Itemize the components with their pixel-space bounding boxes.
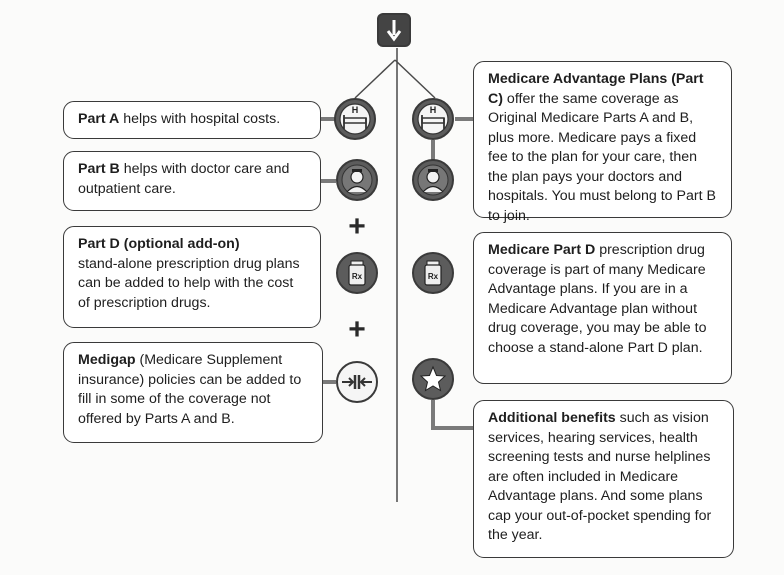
medigap-title: Medigap xyxy=(78,352,136,368)
hospital-bed-icon: H xyxy=(412,98,454,140)
part-b-card: Part B helps with doctor care and outpat… xyxy=(63,151,321,211)
part-d-card: Part D (optional add-on) stand-alone pres… xyxy=(63,226,321,328)
part-d-title: Part D (optional add-on) xyxy=(78,236,240,252)
part-a-text: helps with hospital costs. xyxy=(119,111,281,127)
plus-sign: + xyxy=(348,210,366,243)
star-icon xyxy=(412,358,454,400)
medicare-part-d-title: Medicare Part D xyxy=(488,242,596,258)
hospital-bed-icon: H xyxy=(334,98,376,140)
doctor-icon xyxy=(412,159,454,201)
part-a-card: Part A helps with hospital costs. xyxy=(63,101,321,139)
prescription-bottle-icon: Rx xyxy=(412,252,454,294)
additional-benefits-text: such as vision services, hearing service… xyxy=(488,410,712,543)
prescription-bottle-icon: Rx xyxy=(336,252,378,294)
down-arrow-icon xyxy=(377,13,411,47)
doctor-icon xyxy=(336,159,378,201)
medigap-text: (Medicare Supplement insurance) policies… xyxy=(78,352,302,427)
medigap-card: Medigap (Medicare Supplement insurance) … xyxy=(63,342,323,443)
medigap-connector-icon xyxy=(336,361,378,403)
medicare-advantage-card: Medicare Advantage Plans (Part C) offer … xyxy=(473,61,732,224)
additional-benefits-card: Additional benefits such as vision servi… xyxy=(473,400,734,558)
part-b-title: Part B xyxy=(78,161,120,177)
medicare-advantage-title: Medicare Advantage Plans (Part C) xyxy=(488,71,704,107)
svg-text:Rx: Rx xyxy=(352,272,363,281)
medicare-part-d-card: Medicare Part D prescription drug covera… xyxy=(473,232,732,384)
medicare-part-d-text: prescription drug coverage is part of ma… xyxy=(488,242,707,356)
svg-text:Rx: Rx xyxy=(428,272,439,281)
part-d-text: stand-alone prescription drug plans can … xyxy=(78,255,300,311)
part-a-title: Part A xyxy=(78,111,120,127)
part-b-text: helps with doctor care and outpatient ca… xyxy=(78,161,290,197)
additional-benefits-title: Additional benefits xyxy=(488,410,616,426)
plus-sign: + xyxy=(348,313,366,346)
svg-text:H: H xyxy=(430,105,437,115)
medicare-advantage-text: offer the same coverage as Original Medi… xyxy=(488,90,716,224)
svg-text:H: H xyxy=(352,105,359,115)
